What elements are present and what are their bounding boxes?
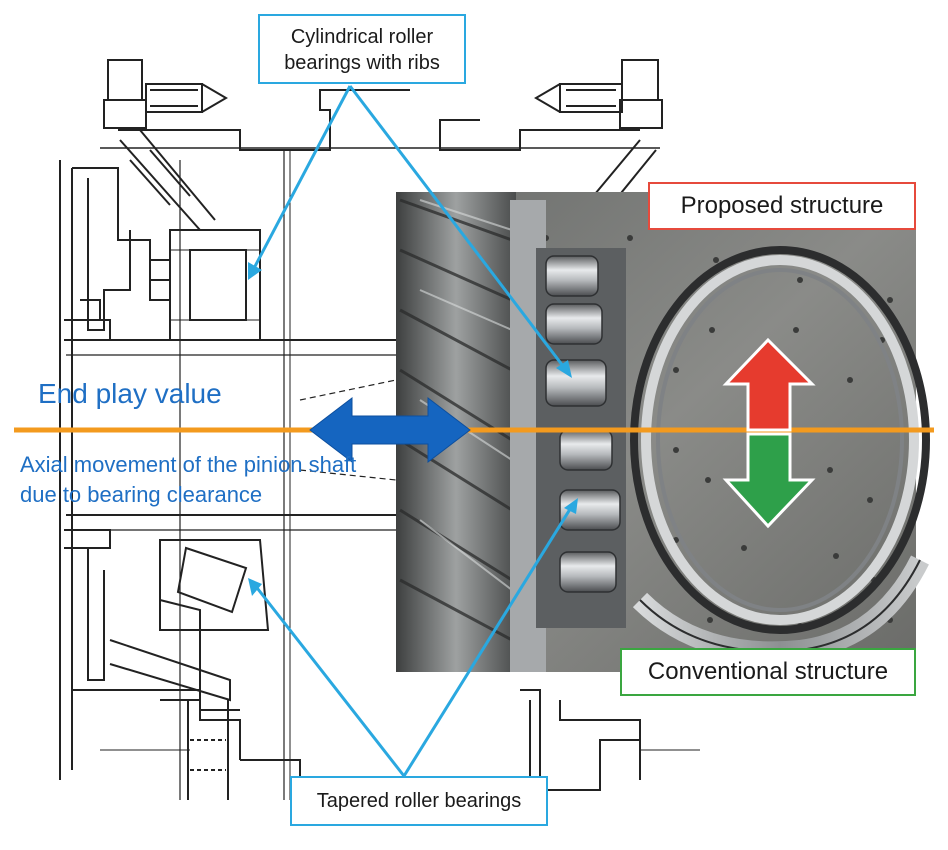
axial-movement-line1: Axial movement of the pinion shaft bbox=[20, 452, 357, 477]
axial-movement-line2: due to bearing clearance bbox=[20, 482, 263, 507]
callout-arrowheads bbox=[248, 262, 578, 596]
green-down-arrow-icon bbox=[722, 432, 816, 529]
axial-double-arrow-icon bbox=[309, 396, 471, 464]
housing-drawing bbox=[59, 59, 700, 800]
red-up-arrow-icon bbox=[722, 337, 816, 432]
callout-leaders bbox=[250, 85, 574, 777]
cylindrical-bearing-callout: Cylindrical roller bearings with ribs bbox=[258, 14, 466, 84]
cylindrical-label-line1: Cylindrical roller bbox=[290, 26, 434, 48]
conventional-structure-label: Conventional structure bbox=[620, 648, 916, 696]
proposed-structure-label: Proposed structure bbox=[648, 182, 916, 230]
end-play-label: End play value bbox=[38, 378, 222, 409]
cylindrical-label-line2: bearings with ribs bbox=[284, 52, 440, 74]
tapered-bearing-callout: Tapered roller bearings bbox=[290, 776, 548, 826]
